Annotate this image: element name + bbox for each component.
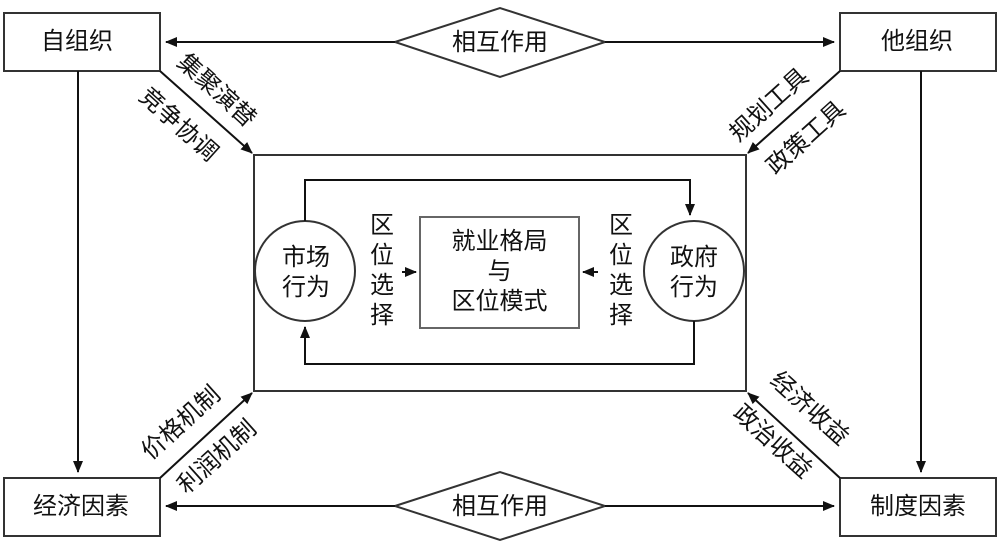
market-line-2: 行为 <box>282 273 330 301</box>
label-right-location-choice: 区位选择 <box>609 211 633 329</box>
arrow-institutional-to-frame <box>747 392 841 479</box>
label-other-org: 他组织 <box>881 27 953 55</box>
label-market: 市场 行为 <box>281 242 331 302</box>
arrow-self-to-frame <box>159 70 253 154</box>
label-center: 就业格局 与 区位模式 <box>420 226 579 316</box>
market-line-1: 市场 <box>282 243 330 271</box>
center-line-1: 就业格局 <box>451 227 548 255</box>
box-other-org <box>839 12 997 72</box>
label-government: 政府 行为 <box>669 242 719 302</box>
box-institutional <box>839 477 997 537</box>
label-left-location-choice: 区位选择 <box>370 211 394 329</box>
center-line-2: 与 <box>487 257 512 285</box>
label-interaction-top: 相互作用 <box>452 28 548 56</box>
label-economic: 经济因素 <box>33 492 129 520</box>
center-box <box>419 216 580 329</box>
label-interaction-bottom: 相互作用 <box>452 492 548 520</box>
label-self-org: 自组织 <box>41 27 113 55</box>
box-economic <box>3 477 161 537</box>
loop-bottom <box>300 321 695 365</box>
gov-line-1: 政府 <box>670 243 718 271</box>
arrow-economic-to-frame <box>159 392 253 479</box>
box-self-org <box>3 12 161 72</box>
arrow-other-to-frame <box>747 70 841 154</box>
label-institutional: 制度因素 <box>870 492 966 520</box>
gov-line-2: 行为 <box>670 273 718 301</box>
center-line-3: 区位模式 <box>451 287 548 315</box>
loop-top <box>304 179 695 221</box>
